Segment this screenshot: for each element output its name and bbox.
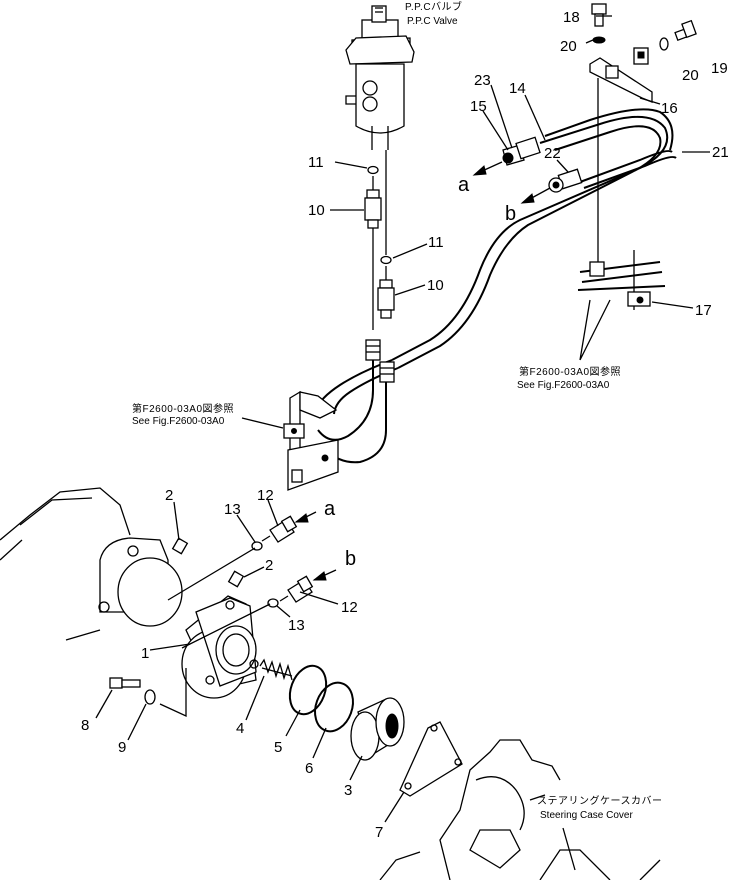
- fitting-10-lower: [377, 279, 395, 319]
- ppc-valve-label-en: P.P.C Valve: [407, 16, 458, 27]
- part-number-23: 23: [474, 72, 491, 89]
- elbow-12-upper: [261, 515, 298, 543]
- hose-assembly: [315, 108, 677, 464]
- housing-left: [0, 487, 183, 641]
- hose-end-15: [502, 136, 541, 166]
- part-number-11-upper: 11: [308, 154, 324, 171]
- reference-right-jp: 第F2600-03A0図参照: [519, 365, 621, 378]
- part-number-17: 17: [695, 302, 712, 319]
- part-number-12-upper: 12: [257, 487, 274, 504]
- part-number-13-lower: 13: [288, 617, 305, 634]
- part-number-15: 15: [470, 98, 487, 115]
- reference-left-jp: 第F2600-03A0図参照: [132, 402, 234, 415]
- part-number-11-lower: 11: [428, 234, 444, 251]
- part-number-2-upper: 2: [165, 487, 173, 504]
- part-number-2-lower: 2: [265, 557, 273, 574]
- part-number-14: 14: [509, 80, 526, 97]
- clip-16b: [633, 47, 649, 65]
- fitting-10-upper: [364, 189, 382, 229]
- part-number-10-upper: 10: [308, 202, 325, 219]
- flange-1: [181, 595, 259, 699]
- part-number-4: 4: [236, 720, 244, 737]
- part-number-1: 1: [141, 645, 149, 662]
- spring-4: [259, 658, 293, 681]
- bolt-19: [674, 19, 697, 41]
- part-number-13-upper: 13: [224, 501, 241, 518]
- washer-20-right: [659, 37, 669, 51]
- gasket-7: [399, 721, 463, 797]
- flow-arrows: [294, 161, 551, 581]
- piston-3: [350, 697, 405, 761]
- bracket-16: [589, 57, 653, 270]
- ppc-valve-drawing: [345, 5, 415, 150]
- part-number-21: 21: [712, 144, 729, 161]
- part-number-22: 22: [544, 145, 561, 162]
- part-number-20-right: 20: [682, 67, 699, 84]
- reference-right-en: See Fig.F2600-03A0: [517, 380, 610, 391]
- plug-2-lower: [227, 570, 245, 588]
- bolt-18: [591, 3, 607, 27]
- part-number-10-lower: 10: [427, 277, 444, 294]
- part-number-19: 19: [711, 60, 728, 77]
- leader-lines: [95, 15, 710, 823]
- reference-left-en: See Fig.F2600-03A0: [132, 416, 225, 427]
- connection-letter-b-top: b: [505, 203, 516, 225]
- part-number-12-lower: 12: [341, 599, 358, 616]
- part-number-16: 16: [661, 100, 678, 117]
- elbow-12-lower: [279, 575, 314, 603]
- steering-case-cover-label-jp: ステアリングケースカバー: [537, 794, 663, 807]
- part-number-7: 7: [375, 824, 383, 841]
- o-ring-13-upper: [251, 541, 263, 551]
- hose-end-22: [548, 168, 583, 193]
- part-number-5: 5: [274, 739, 282, 756]
- part-number-3: 3: [344, 782, 352, 799]
- connection-letter-b-bottom: b: [345, 548, 356, 570]
- part-number-20-top: 20: [560, 38, 577, 55]
- connection-letter-a-top: a: [458, 174, 470, 196]
- connection-letter-a-bottom: a: [324, 498, 336, 520]
- washer-20-top: [592, 36, 606, 44]
- o-ring-11-upper: [367, 165, 379, 175]
- clamp-17: [577, 250, 666, 310]
- steering-case-cover-label-en: Steering Case Cover: [540, 810, 633, 821]
- washer-9: [144, 689, 156, 705]
- ppc-valve-label-jp: P.P.Cバルブ: [405, 0, 463, 13]
- part-number-18: 18: [563, 9, 580, 26]
- o-ring-11-lower: [380, 255, 392, 265]
- part-number-8: 8: [81, 717, 89, 734]
- ring-5: [288, 664, 328, 716]
- plug-2-upper: [171, 537, 189, 555]
- part-number-6: 6: [305, 760, 313, 777]
- mounting-bracket-left: [283, 390, 339, 491]
- steering-case-cover-drawing: [379, 739, 661, 880]
- o-ring-13-lower: [267, 598, 279, 608]
- part-number-9: 9: [118, 739, 126, 756]
- bolt-8: [109, 677, 141, 689]
